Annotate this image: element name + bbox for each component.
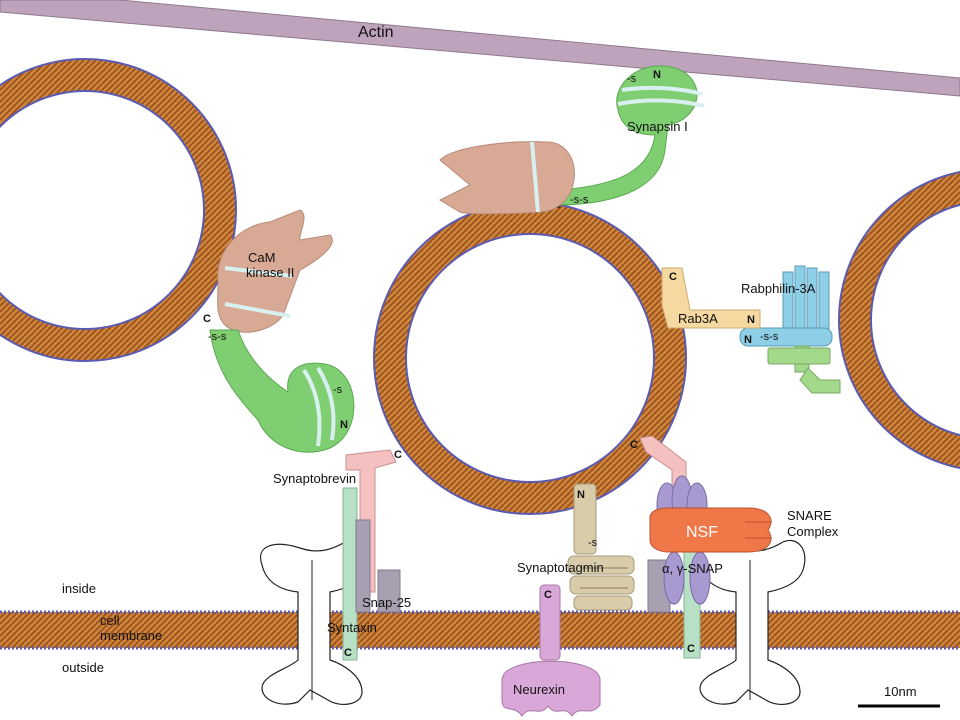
- cell-membrane: [0, 610, 960, 650]
- syntaxin-channel-right: [698, 539, 806, 706]
- cam-kinase-label-line2: kinase II: [246, 265, 294, 280]
- syntaxin-c-terminal: C: [344, 647, 352, 659]
- scale-bar: 10nm: [858, 684, 940, 708]
- snare-c-terminal-top: C: [630, 439, 638, 451]
- snap25-label: Snap-25: [362, 595, 411, 610]
- synaptotagmin-s: -s: [588, 537, 598, 549]
- synaptobrevin-label: Synaptobrevin: [273, 471, 356, 486]
- synaptobrevin-left: Synaptobrevin C Snap-25 Syntaxin C: [273, 449, 411, 661]
- neurexin-c-terminal: C: [544, 589, 552, 601]
- synaptotagmin: N -s Synaptotagmin: [517, 483, 635, 611]
- syntaxin-channel-left: [260, 539, 368, 706]
- snare-c-terminal-bottom: C: [687, 643, 695, 655]
- synapsin-left-s: -s: [333, 384, 343, 396]
- cam-kinase-label-line1: CaM: [248, 250, 275, 265]
- synapsin-left-c-terminal: C: [203, 313, 211, 325]
- rab3a-n-terminal: N: [747, 314, 755, 326]
- synaptobrevin-c-terminal: C: [394, 449, 402, 461]
- syntaxin-label: Syntaxin: [327, 620, 377, 635]
- rabphilin-n-terminal: N: [744, 334, 752, 346]
- neurexin: C Neurexin: [501, 584, 601, 717]
- synaptic-vesicle-left: [0, 58, 237, 362]
- rabphilin-label: Rabphilin-3A: [741, 281, 816, 296]
- actin-label: Actin: [358, 24, 394, 41]
- synapsin-top: Synapsin I N -s C -s-s: [553, 65, 705, 211]
- actin-filament: Actin: [0, 0, 960, 97]
- cell-membrane-label-line1: cell: [100, 613, 120, 628]
- synapsin-s-terminal: -s: [627, 73, 637, 85]
- synaptotagmin-n-terminal: N: [577, 489, 585, 501]
- synapsin-left: C -s-s -s N: [203, 313, 355, 453]
- synaptotagmin-label: Synaptotagmin: [517, 560, 604, 575]
- cell-membrane-label-line2: membrane: [100, 628, 162, 643]
- snare-label-line1: SNARE: [787, 508, 832, 523]
- rabphilin-3a: Rabphilin-3A N -s-s: [739, 265, 841, 394]
- rabphilin-ss: -s-s: [760, 331, 779, 343]
- kinase-top: [438, 141, 575, 215]
- alpha-gamma-snap-label: α, γ-SNAP: [662, 561, 723, 576]
- rab3a-label: Rab3A: [678, 311, 718, 326]
- synaptic-vesicle-center: [373, 201, 687, 515]
- inside-label: inside: [62, 581, 96, 596]
- snare-label-line2: Complex: [787, 524, 839, 539]
- cam-kinase-ii: CaM kinase II: [217, 209, 333, 333]
- outside-label: outside: [62, 660, 104, 675]
- rab3a: C Rab3A N: [661, 267, 761, 329]
- synapsin-label: Synapsin I: [627, 119, 688, 134]
- scale-bar-label: 10nm: [884, 684, 917, 699]
- neurexin-label: Neurexin: [513, 682, 565, 697]
- snare-complex: NSF C α, γ-SNAP C SNARE Complex: [630, 435, 839, 659]
- synapsin-left-n-terminal: N: [340, 419, 348, 431]
- nsf-label: NSF: [686, 524, 718, 541]
- rab3a-c-terminal: C: [669, 271, 677, 283]
- synapsin-n-terminal: N: [653, 69, 661, 81]
- synapsin-left-ss: -s-s: [208, 331, 227, 343]
- synaptic-vesicle-right: [838, 171, 960, 469]
- synapsin-ss: -s-s: [570, 194, 589, 206]
